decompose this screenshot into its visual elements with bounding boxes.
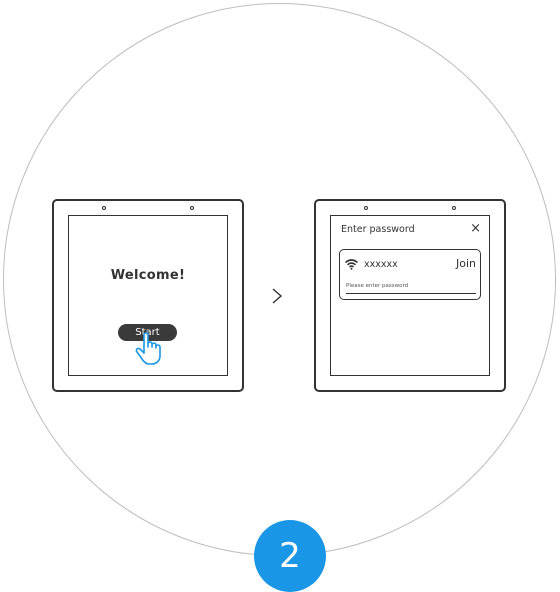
device-sensor-dot — [452, 206, 456, 210]
close-icon[interactable]: × — [470, 221, 481, 236]
device-sensor-dot — [364, 206, 368, 210]
password-dialog-title: Enter password — [341, 224, 415, 235]
device-sensor-dot — [190, 206, 194, 210]
password-placeholder[interactable]: Please enter password — [346, 283, 409, 289]
device-sensor-dot — [102, 206, 106, 210]
device-password: Enter password × xxxxxx Join Please ente… — [314, 199, 506, 392]
chevron-right-icon — [272, 288, 283, 304]
join-button[interactable]: Join — [455, 257, 476, 270]
wifi-network-card: xxxxxx Join Please enter password — [339, 249, 481, 300]
tap-hand-icon — [135, 332, 161, 365]
device-welcome: Welcome! Start — [52, 199, 244, 392]
device-screen: Welcome! Start — [68, 215, 228, 376]
wifi-icon — [345, 259, 358, 270]
password-input-underline — [346, 293, 476, 294]
step-number-badge: 2 — [254, 520, 326, 592]
welcome-title: Welcome! — [110, 268, 186, 283]
network-name: xxxxxx — [364, 259, 398, 270]
device-screen: Enter password × xxxxxx Join Please ente… — [330, 215, 490, 376]
